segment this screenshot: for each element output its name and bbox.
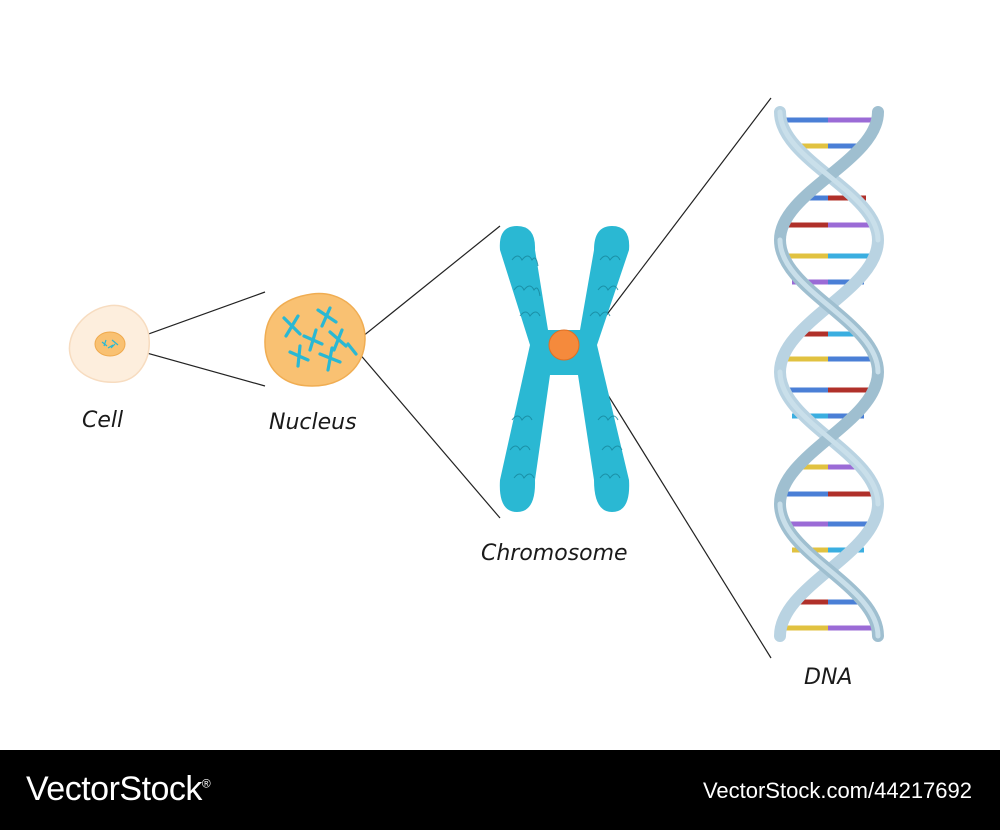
nucleus-illustration [264,292,366,387]
label-cell: Cell [82,408,124,433]
label-chromosome: Chromosome [481,541,628,566]
brand-logo: VectorStock® [26,770,211,809]
watermark-footer: VectorStock® VectorStock.com/44217692 [0,750,1000,830]
cell-illustration [68,304,150,383]
label-nucleus: Nucleus [269,410,357,435]
brand-name: VectorStock [26,770,202,808]
brand-registered-mark: ® [201,776,211,791]
dna-strands [773,106,885,642]
zoom-lines [117,97,772,659]
label-dna: DNA [804,665,853,690]
image-id: VectorStock.com/44217692 [702,778,972,803]
cell-to-dna-diagram [68,97,885,659]
dna-base-pairs [780,117,878,631]
dna-double-helix [773,106,885,642]
chromosome-illustration [499,226,630,512]
